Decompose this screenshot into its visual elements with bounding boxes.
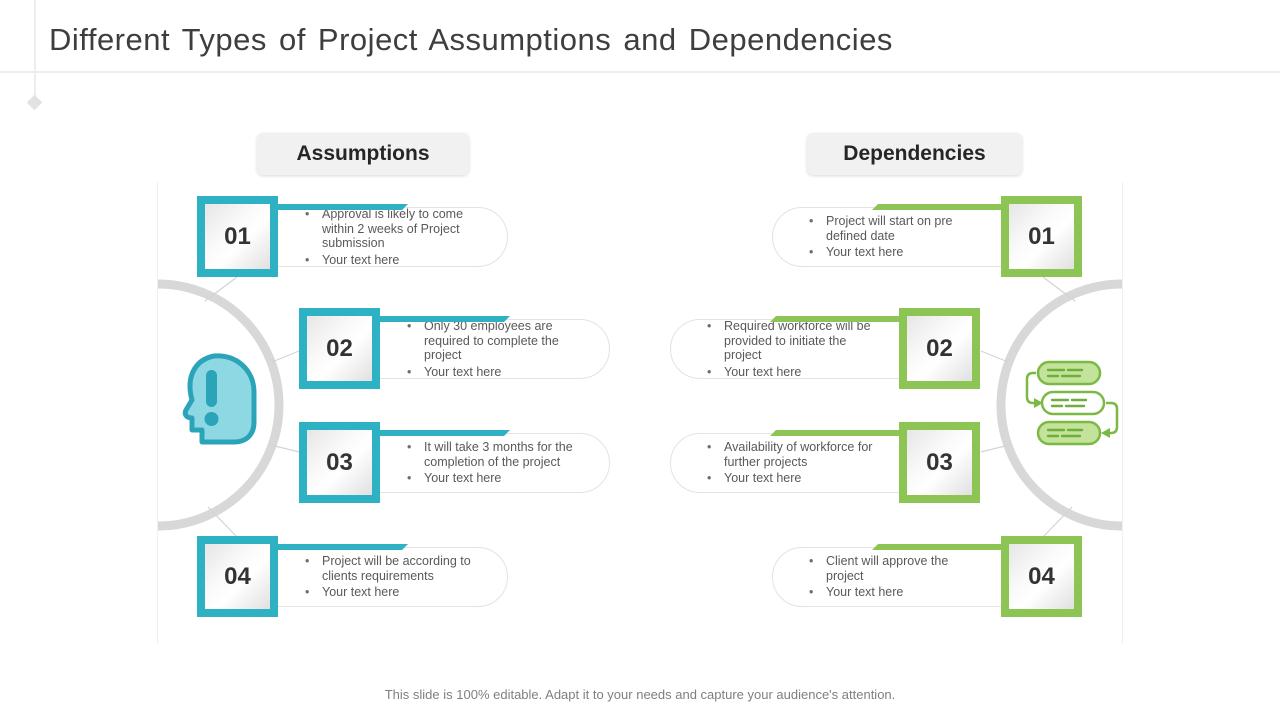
bullet-list: Project will be according to clients req… — [269, 553, 485, 602]
bullet-list: It will take 3 months for the completion… — [371, 439, 587, 488]
accent-bar — [372, 316, 510, 322]
bullet-item: Approval is likely to come within 2 week… — [303, 207, 485, 251]
bullet-item: Your text here — [807, 245, 989, 260]
dependencies-item-3-capsule: Availability of workforce for further pr… — [670, 433, 910, 493]
dependencies-item-4-number-box: 04 — [1001, 536, 1082, 617]
assumptions-item-3-capsule: It will take 3 months for the completion… — [370, 433, 610, 493]
bullet-list: Availability of workforce for further pr… — [671, 439, 887, 488]
bullet-item: Project will start on pre defined date — [807, 214, 989, 244]
accent-bar — [372, 430, 510, 436]
bullet-item: Your text here — [303, 585, 485, 600]
bullet-item: Your text here — [405, 365, 587, 380]
assumptions-item-4-number-box: 04 — [197, 536, 278, 617]
bullet-item: It will take 3 months for the completion… — [405, 440, 587, 470]
accent-bar — [270, 544, 408, 550]
accent-bar — [872, 544, 1010, 550]
header-horizontal-rule — [0, 71, 1280, 73]
assumptions-item-3-number-box: 03 — [299, 422, 380, 503]
bullet-item: Your text here — [807, 585, 989, 600]
accent-bar — [770, 316, 908, 322]
bullet-item: Your text here — [405, 471, 587, 486]
assumptions-item-1-number-box: 01 — [197, 196, 278, 277]
bullet-item: Required workforce will be provided to i… — [705, 319, 887, 363]
dependencies-item-1-number-box: 01 — [1001, 196, 1082, 277]
bullet-item: Your text here — [705, 365, 887, 380]
assumptions-item-1-capsule: Approval is likely to come within 2 week… — [268, 207, 508, 267]
head-alert-icon — [182, 353, 257, 445]
dependencies-item-4-capsule: Client will approve the project Your tex… — [772, 547, 1012, 607]
accent-bar — [770, 430, 908, 436]
accent-bar — [270, 204, 408, 210]
workflow-steps-icon — [1025, 360, 1119, 446]
dependencies-item-2-capsule: Required workforce will be provided to i… — [670, 319, 910, 379]
bullet-item: Your text here — [303, 253, 485, 268]
bullet-list: Required workforce will be provided to i… — [671, 317, 887, 381]
assumptions-item-2-number-box: 02 — [299, 308, 380, 389]
bullet-list: Project will start on pre defined date Y… — [773, 213, 989, 262]
assumptions-header-badge: Assumptions — [257, 133, 469, 175]
bullet-list: Approval is likely to come within 2 week… — [269, 205, 485, 269]
dependencies-item-1-capsule: Project will start on pre defined date Y… — [772, 207, 1012, 267]
accent-bar — [872, 204, 1010, 210]
assumptions-item-4-capsule: Project will be according to clients req… — [268, 547, 508, 607]
bullet-item: Project will be according to clients req… — [303, 554, 485, 584]
dependencies-item-3-number-box: 03 — [899, 422, 980, 503]
bullet-item: Availability of workforce for further pr… — [705, 440, 887, 470]
dependencies-header-badge: Dependencies — [807, 133, 1022, 175]
dependencies-item-2-number-box: 02 — [899, 308, 980, 389]
connector-lines — [204, 276, 1076, 538]
page-title: Different Types of Project Assumptions a… — [49, 22, 893, 57]
content-left-edge — [157, 182, 158, 644]
assumptions-item-2-capsule: Only 30 employees are required to comple… — [370, 319, 610, 379]
bullet-item: Only 30 employees are required to comple… — [405, 319, 587, 363]
footer-note: This slide is 100% editable. Adapt it to… — [384, 687, 896, 702]
bullet-list: Client will approve the project Your tex… — [773, 553, 989, 602]
bullet-list: Only 30 employees are required to comple… — [371, 317, 587, 381]
bullet-item: Client will approve the project — [807, 554, 989, 584]
bullet-item: Your text here — [705, 471, 887, 486]
content-right-edge — [1122, 182, 1123, 644]
header-vertical-rule — [34, 0, 36, 98]
